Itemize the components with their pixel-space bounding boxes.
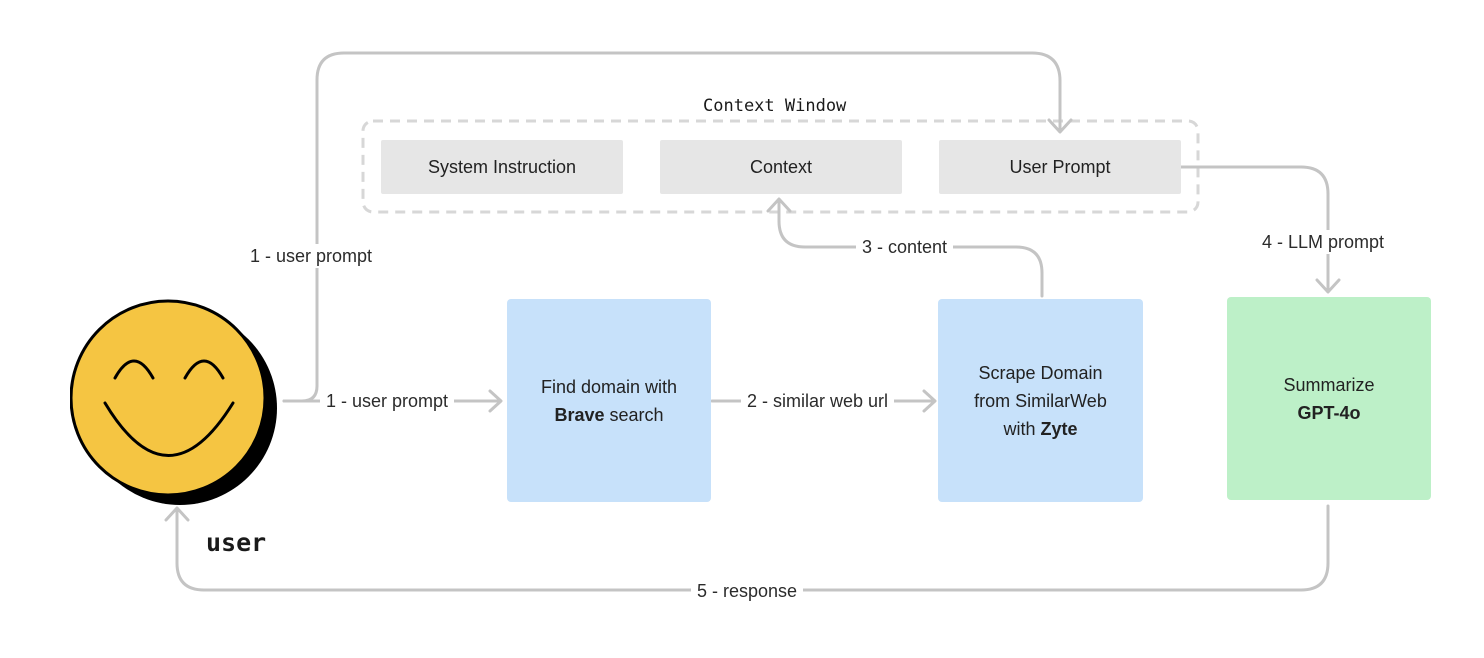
edge-llm-to-user <box>175 504 1330 592</box>
summarize-node-model: GPT-4o <box>1297 402 1361 423</box>
edge-label-user-prompt-top: 1 - user prompt <box>244 244 379 268</box>
context-box: Context <box>660 140 902 194</box>
smiley-right-eye <box>183 359 225 380</box>
scrape-node-line3-pre: with <box>1003 418 1041 439</box>
scrape-node-line3-bold: Zyte <box>1040 418 1078 439</box>
context-window-title: Context Window <box>703 96 847 116</box>
smiley-left-eye <box>113 359 155 380</box>
edge-label-user-prompt-mid: 1 - user prompt <box>320 389 455 413</box>
brave-node-bold: Brave <box>554 404 605 425</box>
edge-label-content: 3 - content <box>856 235 954 259</box>
arrowhead-scrape <box>922 389 937 413</box>
scrape-node-line2: from SimilarWeb <box>974 390 1107 411</box>
brave-node-line1: Find domain with <box>540 376 678 397</box>
brave-search-node: Find domain with Brave search <box>507 299 711 502</box>
scrape-node-line1: Scrape Domain <box>978 362 1103 383</box>
user-prompt-label: User Prompt <box>1009 157 1111 177</box>
edge-user-prompt-to-llm <box>1179 165 1330 292</box>
smiley-face-icon <box>70 299 277 505</box>
system-instruction-label: System Instruction <box>427 157 577 177</box>
edge-label-response: 5 - response <box>691 579 804 603</box>
arrowhead-user-prompt <box>1047 118 1073 134</box>
arrowhead-context <box>766 197 792 213</box>
edge-user-to-user-prompt <box>282 51 1062 403</box>
edge-label-similar-web-url: 2 - similar web url <box>741 389 895 413</box>
smiley-mouth <box>103 401 235 457</box>
edge-label-llm-prompt: 4 - LLM prompt <box>1256 230 1391 254</box>
user-prompt-box: User Prompt <box>939 140 1181 194</box>
arrowhead-llm <box>1315 278 1341 294</box>
user-label: user <box>206 528 267 557</box>
smiley-face <box>70 299 267 497</box>
brave-node-rest: search <box>604 404 664 425</box>
summarize-node: Summarize GPT-4o <box>1227 297 1431 500</box>
scrape-domain-node: Scrape Domain from SimilarWeb with Zyte <box>938 299 1143 502</box>
system-instruction-box: System Instruction <box>381 140 623 194</box>
summarize-node-line1: Summarize <box>1283 374 1375 395</box>
arrowhead-user <box>164 506 190 522</box>
context-label: Context <box>749 157 813 177</box>
arrowhead-brave <box>488 389 503 413</box>
